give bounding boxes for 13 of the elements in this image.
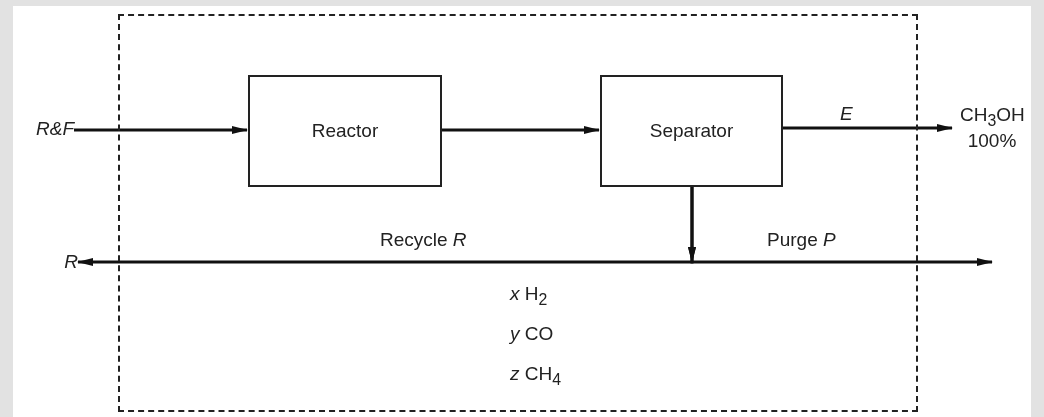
stream-label: R&F (12, 117, 74, 141)
edge-label: Purge P (765, 230, 838, 251)
process-box: Separator (600, 75, 783, 187)
arrow (74, 126, 248, 134)
arrow (441, 126, 600, 134)
edge-label: Recycle R (378, 230, 469, 251)
stream-label: R (50, 250, 78, 274)
composition-label: y CO (508, 324, 556, 345)
process-box: Reactor (248, 75, 442, 187)
arrow (688, 186, 993, 266)
arrow (782, 124, 953, 132)
stream-label: CH$_{3}$OH 100% (952, 103, 1032, 153)
system-boundary (118, 14, 918, 412)
